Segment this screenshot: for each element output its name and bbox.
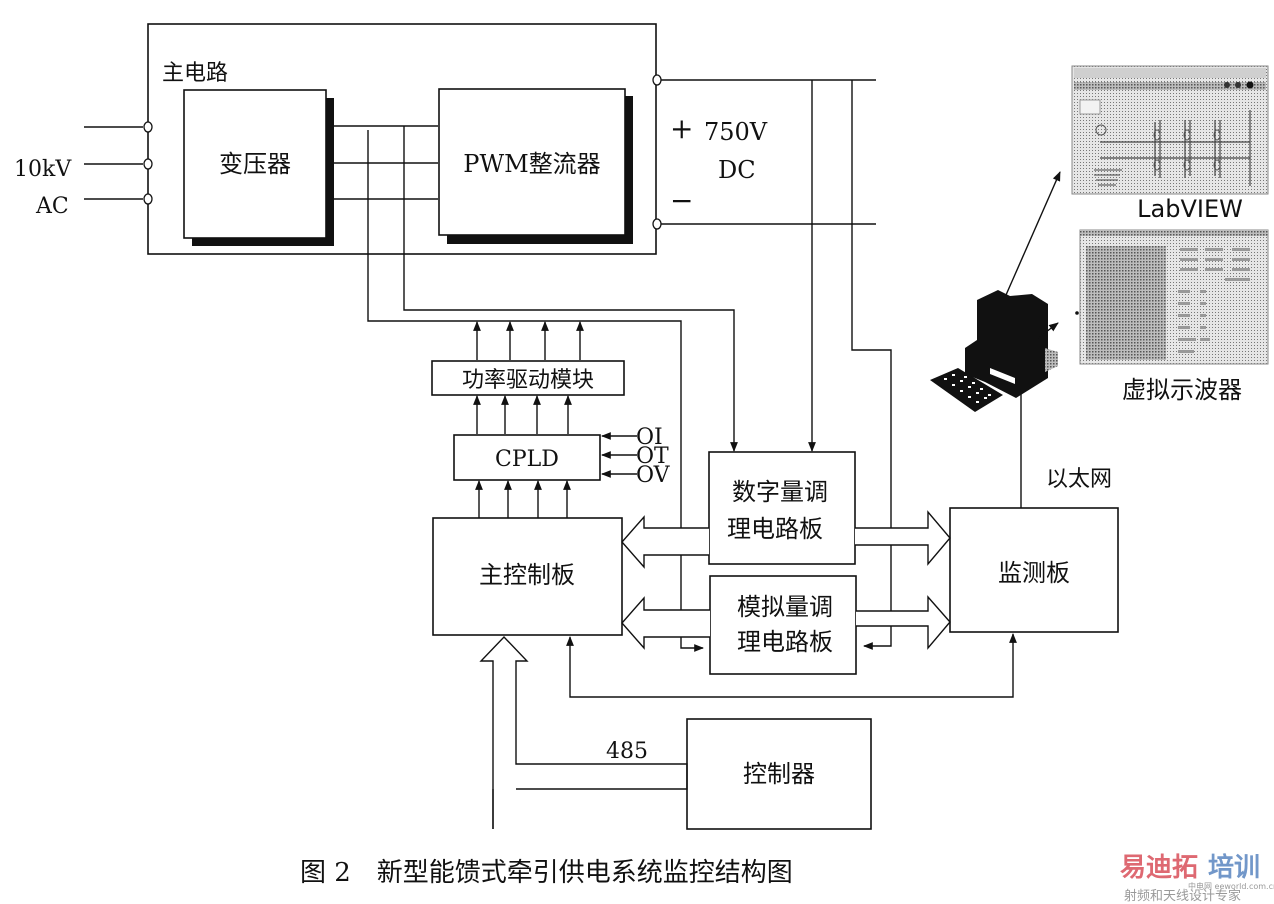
main-to-monitor-link: [566, 633, 1017, 698]
analog-conditioning-board-block: [709, 575, 857, 675]
watermark-brand-blue: 培训: [1208, 853, 1260, 883]
pwm-rectifier-block: [438, 88, 626, 236]
analog-board-label-line2: 理电路板: [737, 628, 833, 656]
dc-minus-sign: −: [670, 184, 693, 217]
watermark-site: 中电网 eeworld.com.cn: [1188, 881, 1274, 891]
monitor-board-label: 监测板: [998, 559, 1070, 587]
pwm-rectifier-label: PWM整流器: [463, 150, 600, 178]
watermark-tagline: 射频和天线设计专家: [1124, 888, 1241, 904]
bus-arrow-digital-to-main: [621, 515, 709, 569]
labview-label: LabVIEW: [1137, 195, 1243, 223]
main-circuit-title: 主电路: [162, 61, 228, 86]
keyboard-icon: [930, 368, 1003, 412]
transformer-block: [183, 89, 327, 239]
input-voltage-label: 10kV: [14, 157, 72, 182]
bus-arrow-digital-to-monitor: [855, 510, 951, 566]
monitor-board-block: [949, 507, 1119, 633]
main-circuit-group: 主电路 10kV AC 变压器 PWM整流器 + − 750V DC: [14, 23, 876, 255]
main-control-board-label: 主控制板: [479, 561, 575, 589]
ethernet-label: 以太网: [1046, 467, 1112, 492]
watermark-brand-red: 易迪拓: [1120, 853, 1198, 883]
controller-label: 控制器: [743, 760, 815, 788]
control-blocks: 主控制板 数字量调 理电路板 模拟量调 理电路板 监测板 控制器: [432, 451, 1119, 830]
terminal-icon: [143, 158, 153, 170]
power-driver-block: [431, 360, 625, 396]
terminal-icon: [652, 218, 662, 230]
oscilloscope-screen-thumbnail: [1079, 229, 1269, 365]
digital-conditioning-board-block: [708, 451, 856, 565]
sense-wires: [367, 80, 892, 652]
oscilloscope-label: 虚拟示波器: [1122, 376, 1242, 404]
rs485-label: 485: [606, 739, 648, 764]
transformer-label: 变压器: [219, 150, 291, 178]
ot-label: OT: [636, 444, 669, 469]
figure-caption: 图 2 新型能馈式牵引供电系统监控结构图: [300, 858, 793, 888]
terminal-icon: [143, 121, 153, 133]
pc-to-labview-arrow: [1005, 171, 1061, 296]
cpld-label: CPLD: [495, 447, 559, 472]
watermark: 易迪拓 培训 中电网 eeworld.com.cn 射频和天线设计专家: [1120, 853, 1274, 904]
terminal-icon: [652, 74, 662, 86]
ov-label: OV: [636, 463, 671, 488]
controller-block: [686, 718, 872, 830]
analog-board-label-line1: 模拟量调: [737, 593, 833, 621]
power-driver-label: 功率驱动模块: [462, 368, 594, 393]
rs485-bus-arrow: [479, 635, 688, 829]
drive-chain: 功率驱动模块 CPLD OI OT OV: [431, 321, 671, 518]
input-type-label: AC: [35, 194, 69, 219]
dc-sense-wire-analog: [851, 80, 892, 650]
bus-arrow-analog-to-main: [621, 596, 710, 650]
computer-icon: [930, 290, 1058, 412]
cpld-block: [453, 434, 601, 481]
ac-sense-wire-digital: [403, 126, 738, 452]
bus-arrows: 485: [479, 510, 1017, 829]
dc-plus-sign: +: [670, 112, 693, 145]
main-control-board-block: [432, 517, 623, 636]
ac-sense-wire-analog: [367, 130, 704, 652]
oi-label: OI: [636, 425, 663, 450]
digital-board-label-line2: 理电路板: [727, 515, 823, 543]
terminal-icon: [143, 193, 153, 205]
pc-to-scope-arrow: [1037, 322, 1059, 339]
dc-type-label: DC: [718, 156, 756, 184]
scope-marker-dot: [1075, 311, 1079, 315]
labview-screen-thumbnail: [1071, 65, 1269, 195]
bus-arrow-analog-to-monitor: [856, 595, 951, 650]
dc-voltage-label: 750V: [704, 118, 768, 146]
pc-group: 以太网: [930, 65, 1269, 508]
digital-board-label-line1: 数字量调: [732, 478, 828, 506]
